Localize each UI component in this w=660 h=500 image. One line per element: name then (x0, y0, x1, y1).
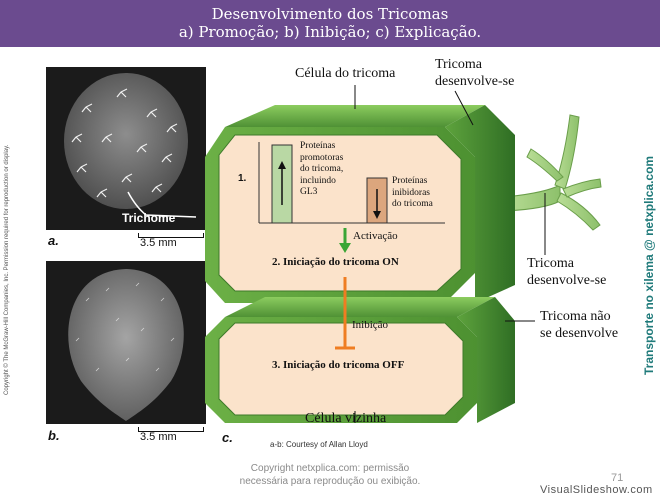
promoter-up-arrowhead (278, 161, 286, 169)
label-trichome-not-develop: Tricoma não se desenvolve (540, 309, 619, 341)
trichome-label: Trichome (122, 211, 176, 225)
inhibitor-proteins-text: Proteínas inibidoras do tricoma (392, 176, 433, 209)
step2-on: ON (382, 256, 399, 268)
scale-bar-a (138, 233, 204, 238)
panel-letter-b: b. (48, 428, 60, 443)
inhibitor-down-arrowhead (373, 211, 381, 219)
scale-label-b: 3.5 mm (140, 431, 177, 443)
slide-title-line1: Desenvolvimento dos Tricomas (211, 5, 449, 23)
slide-header: Desenvolvimento dos Tricomas a) Promoção… (0, 0, 660, 47)
leaf-photo-b-image (68, 269, 184, 421)
scale-label-a: 3.5 mm (140, 237, 177, 249)
netxplica-vertical-text: Transporte no xilema @ netxplica.com (642, 155, 656, 375)
footer-copyright: Copyright netxplica.com: permissão neces… (200, 462, 460, 488)
cell-diagram (205, 85, 602, 423)
panel-letter-c: c. (222, 430, 233, 445)
label-trichome-develops-top: Tricoma desenvolve-se (435, 57, 515, 89)
trichome-outgrowth (504, 114, 602, 231)
label-trichome-develops-right: Tricoma desenvolve-se (527, 256, 607, 288)
neighbor-cell (205, 297, 515, 423)
leaf-photo-a-image (64, 73, 197, 218)
step2-text: 2. Iniciação do tricoma (272, 256, 383, 268)
step1-number: 1. (238, 173, 247, 184)
footer-copyright-line2: necessária para reprodução ou exibição. (239, 476, 421, 487)
label-trichome-cell: Célula do tricoma (295, 66, 396, 81)
step3-off: OFF (382, 359, 405, 371)
footer-copyright-line1: Copyright netxplica.com: permissão (250, 463, 410, 474)
photo-credit: a-b: Courtesy of Allan Lloyd (270, 440, 368, 449)
activation-arrowhead (339, 243, 351, 253)
label-neighbor-cell: Célula vizinha (305, 411, 387, 426)
step3-label: 3. Iniciação do tricoma OFF (272, 359, 404, 371)
trichome-cell (205, 105, 515, 303)
panel-letter-a: a. (48, 233, 59, 248)
step3-text: 3. Iniciação do tricoma (272, 359, 383, 371)
leaf-photo-a (46, 67, 206, 230)
leader-top-right (454, 90, 474, 126)
inhibition-label: Inibição (352, 319, 389, 331)
scale-bar-b (138, 427, 204, 432)
activation-label: Activação (353, 230, 398, 242)
watermark: VisualSlideshow.com (540, 484, 653, 496)
slide-title-line2: a) Promoção; b) Inibição; c) Explicação. (178, 23, 482, 41)
leaf-photo-b (46, 261, 206, 424)
step2-label: 2. Iniciação do tricoma ON (272, 256, 399, 268)
promoter-proteins-text: Proteínas promotoras do tricoma, incluin… (300, 141, 344, 197)
copyright-vertical-text: Copyright © The McGraw-Hill Companies, I… (4, 144, 10, 395)
page-number: 71 (611, 472, 624, 484)
